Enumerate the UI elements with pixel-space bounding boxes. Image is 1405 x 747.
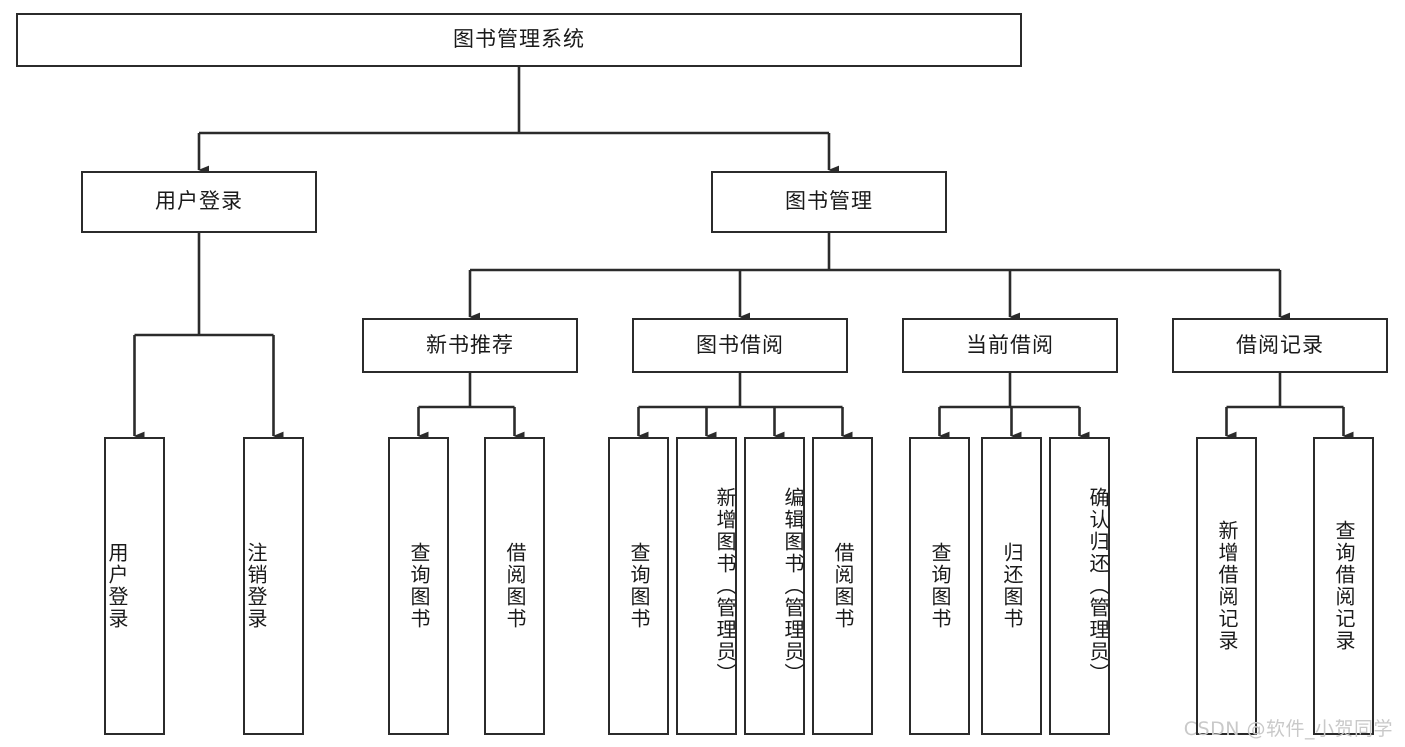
leaf-record-query-borrow-record[interactable]: 查询借阅记录 — [1313, 437, 1374, 735]
node-label: 新增借阅记录 — [1215, 520, 1239, 652]
node-label: 注销登录 — [244, 542, 268, 630]
leaf-recommend-borrow-book[interactable]: 借阅图书 — [484, 437, 545, 735]
node-label: 用户登录 — [105, 542, 129, 630]
node-label: 图书管理系统 — [453, 27, 585, 52]
leaf-user-login[interactable]: 用户登录 — [104, 437, 165, 735]
edge-group — [133, 67, 1354, 441]
node-label: 图书借阅 — [696, 332, 784, 357]
node-label: 查询借阅记录 — [1332, 520, 1356, 652]
node-label: 新书推荐 — [426, 332, 514, 357]
node-user-login[interactable]: 用户登录 — [81, 171, 317, 233]
leaf-record-add-borrow-record[interactable]: 新增借阅记录 — [1196, 437, 1257, 735]
node-label: 用户登录 — [155, 189, 243, 214]
leaf-borrow-edit-book-admin[interactable]: 编辑图书（管理员） — [744, 437, 805, 735]
csdn-watermark: CSDN @软件_小贺同学 — [1183, 718, 1393, 740]
node-label: 归还图书 — [1000, 542, 1024, 630]
node-label: 编辑图书（管理员） — [781, 487, 805, 685]
leaf-borrow-add-book-admin[interactable]: 新增图书（管理员） — [676, 437, 737, 735]
leaf-current-confirm-return-admin[interactable]: 确认归还（管理员） — [1049, 437, 1110, 735]
leaf-borrow-borrow-book[interactable]: 借阅图书 — [812, 437, 873, 735]
node-label: 查询图书 — [407, 542, 431, 630]
node-root-system[interactable]: 图书管理系统 — [16, 13, 1022, 67]
node-current-borrow[interactable]: 当前借阅 — [902, 318, 1118, 373]
leaf-borrow-query-book[interactable]: 查询图书 — [608, 437, 669, 735]
leaf-current-return-book[interactable]: 归还图书 — [981, 437, 1042, 735]
node-label: 查询图书 — [627, 542, 651, 630]
node-label: 当前借阅 — [966, 332, 1054, 357]
leaf-user-logout[interactable]: 注销登录 — [243, 437, 304, 735]
leaf-recommend-query-book[interactable]: 查询图书 — [388, 437, 449, 735]
node-label: 借阅图书 — [503, 542, 527, 630]
node-label: 新增图书（管理员） — [713, 487, 737, 685]
node-new-book-recommend[interactable]: 新书推荐 — [362, 318, 578, 373]
leaf-current-query-book[interactable]: 查询图书 — [909, 437, 970, 735]
node-label: 查询图书 — [928, 542, 952, 630]
node-borrow-record[interactable]: 借阅记录 — [1172, 318, 1388, 373]
node-label: 借阅记录 — [1236, 332, 1324, 357]
node-book-borrow[interactable]: 图书借阅 — [632, 318, 848, 373]
node-book-management[interactable]: 图书管理 — [711, 171, 947, 233]
node-label: 借阅图书 — [831, 542, 855, 630]
node-label: 确认归还（管理员） — [1086, 487, 1110, 685]
node-label: 图书管理 — [785, 189, 873, 214]
